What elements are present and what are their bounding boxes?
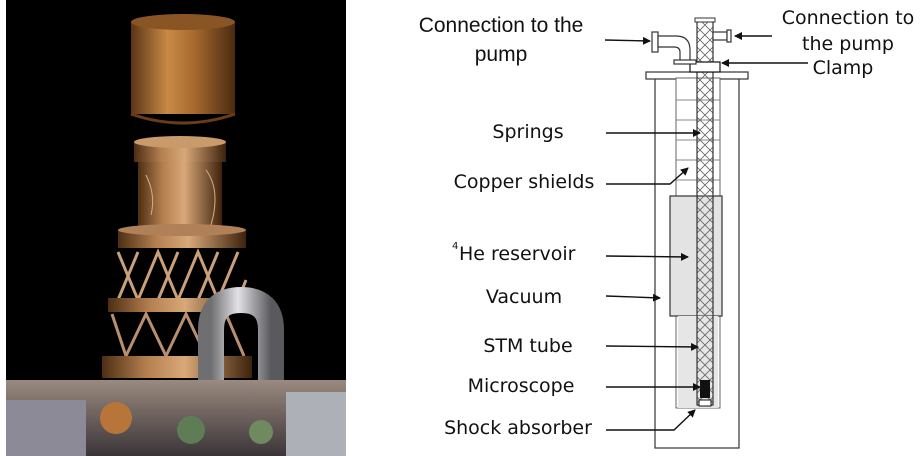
clamp-part bbox=[689, 61, 721, 73]
label-shock-absorber: Shock absorber bbox=[444, 417, 592, 439]
valve-block bbox=[6, 400, 86, 456]
arrow-vacuum bbox=[605, 293, 661, 302]
copper-body bbox=[118, 136, 246, 248]
label-pump-right-2: the pump bbox=[802, 33, 894, 55]
label-vacuum: Vacuum bbox=[486, 286, 562, 308]
label-clamp: Clamp bbox=[813, 57, 874, 79]
label-pump-left-2: pump bbox=[475, 43, 528, 66]
label-microscope: Microscope bbox=[468, 375, 575, 397]
arrow-copper-shields bbox=[606, 167, 689, 185]
valve-knob bbox=[249, 420, 273, 444]
stm-tube bbox=[696, 19, 714, 406]
copper-fitting bbox=[100, 402, 132, 434]
shock-absorber-part bbox=[698, 399, 712, 407]
copper-can bbox=[130, 14, 236, 125]
steel-cross bbox=[286, 392, 346, 456]
cryostat-photo bbox=[6, 0, 346, 456]
arrow-he-reservoir bbox=[605, 252, 689, 261]
arrow-shock-absorber bbox=[606, 409, 696, 431]
arrow-stm-tube bbox=[605, 342, 699, 351]
microscope-body bbox=[700, 380, 710, 398]
label-he-superscript: 4 bbox=[452, 241, 458, 252]
label-pump-left-1: Connection to the bbox=[419, 14, 584, 37]
valve-knob bbox=[177, 416, 205, 444]
arrow-pump-left bbox=[604, 36, 651, 45]
label-stm-tube: STM tube bbox=[483, 335, 572, 357]
pump-tube bbox=[198, 286, 284, 420]
label-pump-right-1: Connection to bbox=[782, 7, 915, 29]
left-pump-connector bbox=[651, 31, 697, 65]
label-springs: Springs bbox=[492, 121, 563, 143]
right-pump-connector bbox=[712, 29, 732, 43]
tube-top-cap bbox=[694, 17, 716, 23]
label-copper-shields: Copper shields bbox=[454, 171, 595, 193]
he-reservoir bbox=[669, 195, 723, 317]
label-he-reservoir: He reservoir bbox=[459, 243, 576, 265]
